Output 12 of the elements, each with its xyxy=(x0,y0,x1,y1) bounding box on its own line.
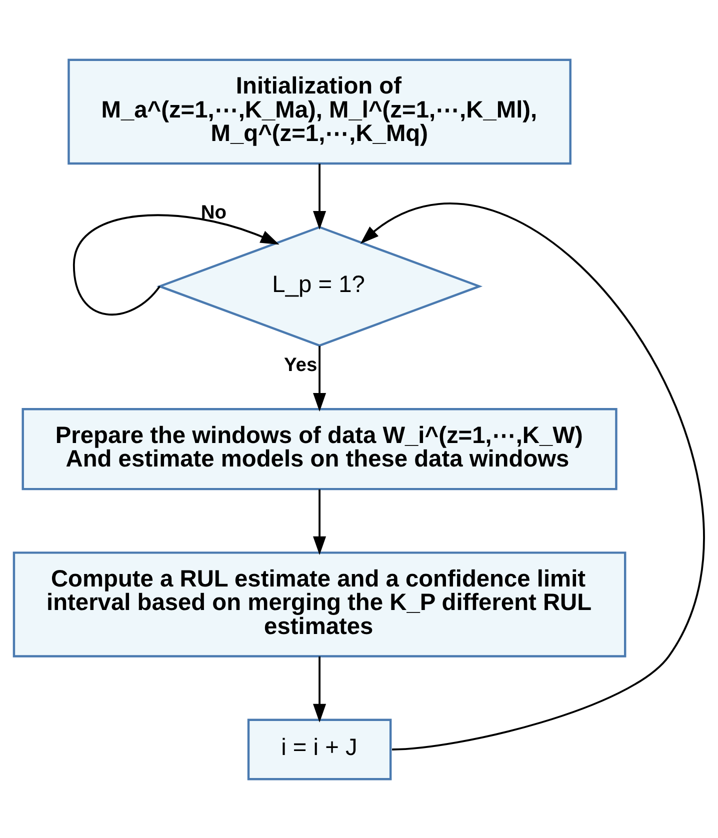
node-box: Compute a RUL estimate and a confidence limit interval based on merging the K_P different RUL estimates xyxy=(12,551,626,657)
edge-label: No xyxy=(200,202,227,224)
arrow xyxy=(313,345,326,412)
node-box: i = i + J xyxy=(247,718,392,780)
edge-label: Yes xyxy=(284,354,318,376)
arrow xyxy=(360,202,704,750)
arrow xyxy=(313,163,326,230)
arrow xyxy=(313,656,326,722)
node-box: Initialization of M_a^(z=1,⋯,K_Ma), M_l^(z=1,⋯,K_Ml), M_q^(z=1,⋯,K_Mq) xyxy=(68,58,572,164)
arrow xyxy=(313,488,326,555)
node-box: Prepare the windows of data W_i^(z=1,⋯,K_W) And estimate models on these data windows xyxy=(22,408,618,490)
arrow xyxy=(72,214,280,315)
